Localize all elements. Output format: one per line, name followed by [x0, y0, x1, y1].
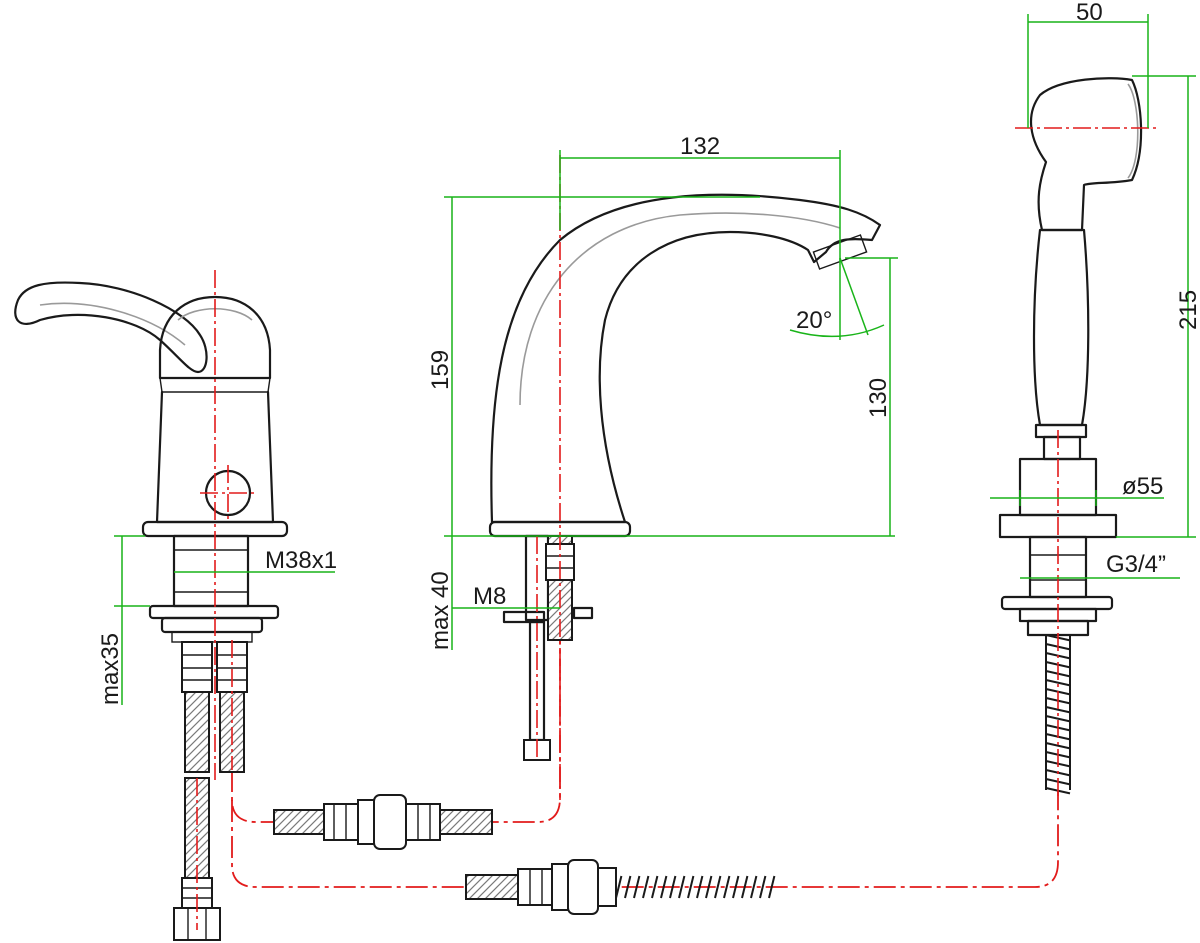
dim-mixer-max-deck: max35	[97, 633, 124, 705]
spout-body	[488, 193, 882, 761]
dim-spout-height: 159	[427, 350, 454, 390]
mixer-body	[14, 281, 289, 941]
dim-spout-reach: 132	[680, 133, 720, 160]
dimension-labels: 50 215 132 159 130 20° M38x1 max35 M8 ma…	[97, 0, 1200, 705]
handshower-centerlines	[1015, 127, 1158, 800]
dim-spout-max-deck: max 40	[427, 571, 454, 650]
dim-thread-spout: M8	[473, 583, 506, 610]
handshower-body	[998, 77, 1143, 637]
dim-thread-mixer: M38x1	[265, 547, 337, 574]
hose-connector-lower	[465, 859, 776, 915]
dimension-lines	[114, 14, 1196, 705]
mixer-centerlines	[196, 270, 256, 930]
dim-thread-hose: G3/4”	[1106, 551, 1166, 578]
dim-spout-outlet-height: 130	[865, 378, 892, 418]
spout-centerlines	[536, 155, 561, 800]
dim-outlet-angle: 20°	[796, 307, 832, 334]
dim-handshower-height: 215	[1175, 290, 1200, 330]
dim-diverter-diameter: ø55	[1122, 473, 1163, 500]
hose-connector-upper	[273, 794, 493, 850]
dim-handshower-width: 50	[1076, 0, 1103, 26]
